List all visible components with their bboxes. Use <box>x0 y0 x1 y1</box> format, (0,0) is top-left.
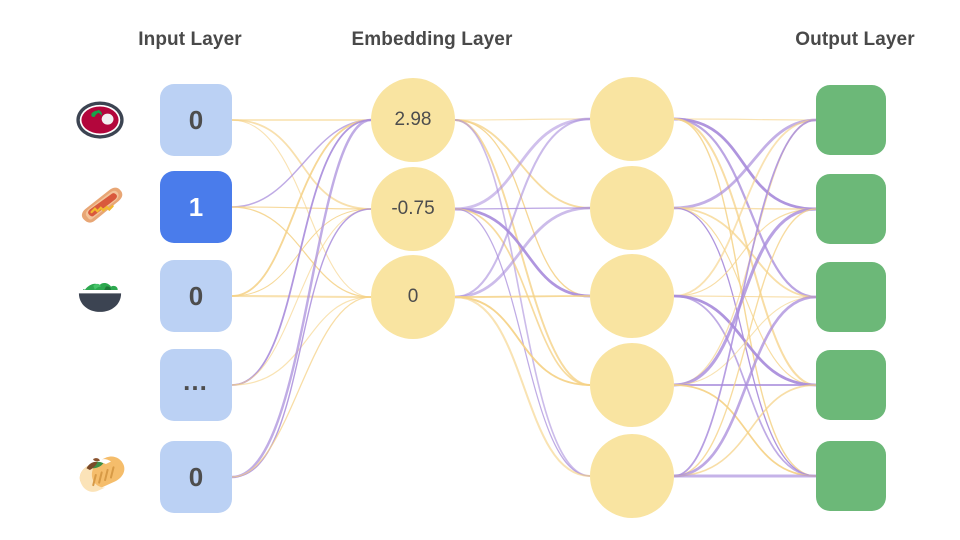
edge-embedding-0-to-hidden-4 <box>454 119 591 477</box>
embedding-node-2[interactable]: -0.75 <box>371 167 455 251</box>
output-node-5[interactable] <box>816 441 886 511</box>
edge-hidden-0-to-output-3 <box>673 118 817 386</box>
edge-embedding-2-to-hidden-1 <box>454 206 591 299</box>
edge-embedding-2-to-hidden-4 <box>454 295 591 478</box>
edge-hidden-4-to-output-0 <box>673 119 817 477</box>
hidden-node-4[interactable] <box>590 343 674 427</box>
soup-bowl-icon <box>73 93 127 147</box>
edge-input-4-to-embedding-1 <box>231 208 372 478</box>
embedding-node-3[interactable]: 0 <box>371 255 455 339</box>
edge-hidden-2-to-output-2 <box>673 295 817 298</box>
edge-embedding-1-to-hidden-4 <box>454 208 591 477</box>
edge-hidden-1-to-output-1 <box>673 207 817 210</box>
edge-embedding-2-to-hidden-0 <box>454 117 591 299</box>
edge-input-2-to-embedding-2 <box>231 294 372 299</box>
green-salad-icon <box>73 268 127 322</box>
edge-embedding-1-to-hidden-1 <box>454 207 591 210</box>
edge-input-3-to-embedding-2 <box>231 296 372 386</box>
edge-input-4-to-embedding-2 <box>231 296 372 478</box>
output-node-1[interactable] <box>816 85 886 155</box>
input-node-3[interactable]: 0 <box>160 260 232 332</box>
hidden-node-1[interactable] <box>590 77 674 161</box>
edge-hidden-4-to-output-2 <box>673 295 817 478</box>
output-node-4[interactable] <box>816 350 886 420</box>
edge-input-1-to-embedding-2 <box>231 206 372 298</box>
input-node-5[interactable]: 0 <box>160 441 232 513</box>
edge-hidden-3-to-output-1 <box>673 207 817 387</box>
output-layer-title: Output Layer <box>795 29 915 50</box>
hidden-node-3[interactable] <box>590 254 674 338</box>
input-node-2[interactable]: 1 <box>160 171 232 243</box>
edge-embedding-2-to-hidden-2 <box>454 295 591 298</box>
edge-hidden-0-to-output-1 <box>673 117 817 211</box>
edge-input-3-to-embedding-0 <box>231 119 372 386</box>
input-node-ellipsis[interactable]: … <box>160 349 232 421</box>
edge-hidden-3-to-output-4 <box>673 384 817 477</box>
edge-input-1-to-embedding-1 <box>231 206 372 210</box>
hidden-node-2[interactable] <box>590 166 674 250</box>
burrito-icon <box>73 448 127 502</box>
edge-input-2-to-embedding-1 <box>231 208 372 297</box>
edge-embedding-1-to-hidden-2 <box>454 207 591 298</box>
hotdog-icon <box>73 180 127 234</box>
edge-input-4-to-embedding-0 <box>231 118 372 479</box>
embedding-node-1[interactable]: 2.98 <box>371 78 455 162</box>
output-node-2[interactable] <box>816 174 886 244</box>
edge-hidden-4-to-output-3 <box>673 384 817 477</box>
edge-hidden-2-to-output-1 <box>673 208 817 297</box>
edge-input-2-to-embedding-0 <box>231 119 372 297</box>
edge-hidden-0-to-output-0 <box>673 118 817 121</box>
edge-embedding-2-to-hidden-3 <box>454 296 591 386</box>
edge-hidden-2-to-output-3 <box>673 294 817 387</box>
edge-hidden-1-to-output-2 <box>673 207 817 298</box>
output-node-3[interactable] <box>816 262 886 332</box>
edge-embedding-1-to-hidden-0 <box>454 117 591 211</box>
hidden-node-5[interactable] <box>590 434 674 518</box>
edge-hidden-2-to-output-0 <box>673 119 817 297</box>
input-layer-title: Input Layer <box>138 29 242 50</box>
input-node-1[interactable]: 0 <box>160 84 232 156</box>
edge-embedding-0-to-hidden-0 <box>454 118 591 121</box>
edge-input-3-to-embedding-1 <box>231 208 372 386</box>
edge-hidden-4-to-output-1 <box>673 208 817 477</box>
embedding-layer-title: Embedding Layer <box>351 29 513 50</box>
edge-hidden-1-to-output-0 <box>673 118 817 210</box>
